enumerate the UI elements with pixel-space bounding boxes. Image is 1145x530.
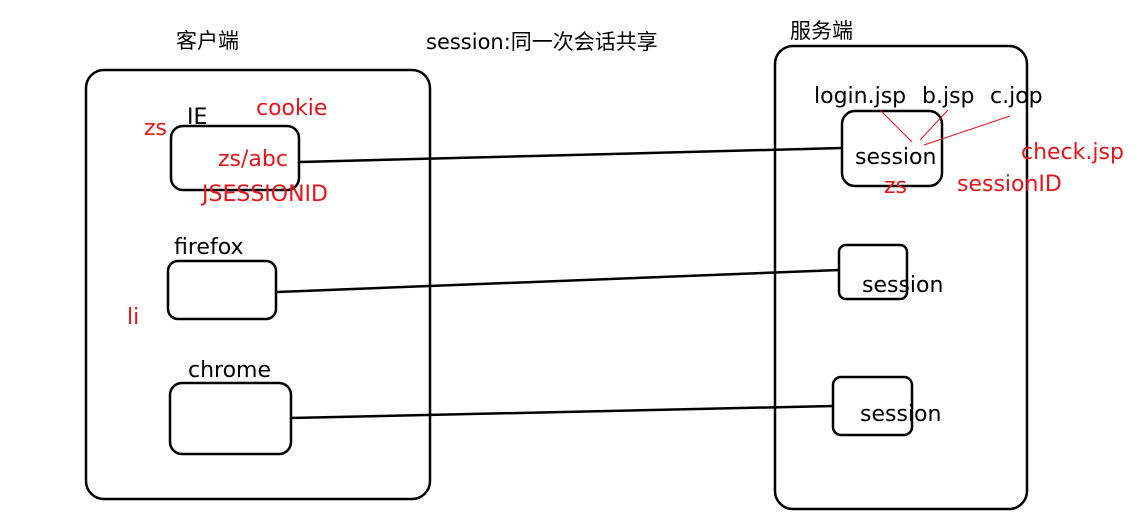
annotation-session-id: sessionID [957, 172, 1062, 197]
annotation-firefox-user: li [127, 305, 139, 330]
connection-line-chrome [290, 404, 834, 420]
client-container [84, 68, 432, 501]
page-link-c [923, 115, 1011, 146]
browser-box-ie [169, 124, 301, 192]
browser-label-ie: IE [187, 105, 207, 130]
annotation-ie-cookie-value: zs/abc [218, 147, 288, 172]
session-label-2: session [862, 273, 943, 298]
page-link-b [919, 109, 949, 141]
browser-box-chrome [168, 381, 293, 456]
page-label-b: b.jsp [922, 84, 975, 109]
server-container [773, 44, 1029, 511]
browser-box-firefox [166, 259, 278, 321]
page-label-c: c.jop [990, 84, 1043, 109]
annotation-ie-cookie: cookie [256, 96, 327, 121]
session-label-1: session [855, 145, 936, 170]
connection-line-firefox [276, 268, 840, 294]
browser-label-firefox: firefox [174, 235, 244, 260]
client-label: 客户端 [176, 29, 239, 53]
session-label-3: session [860, 402, 941, 427]
annotation-ie-user: zs [144, 116, 167, 141]
server-label: 服务端 [790, 19, 853, 43]
annotation-ie-cookie-key: JSESSIONID [200, 182, 328, 207]
connection-line-ie [299, 146, 843, 164]
annotation-session-user: zs [884, 174, 907, 199]
browser-label-chrome: chrome [188, 358, 271, 383]
session-box-2 [837, 243, 909, 301]
annotation-check-page: check.jsp [1021, 140, 1124, 165]
diagram-title: session:同一次会话共享 [426, 30, 658, 54]
page-label-login: login.jsp [814, 84, 906, 109]
page-link-login [879, 109, 913, 143]
